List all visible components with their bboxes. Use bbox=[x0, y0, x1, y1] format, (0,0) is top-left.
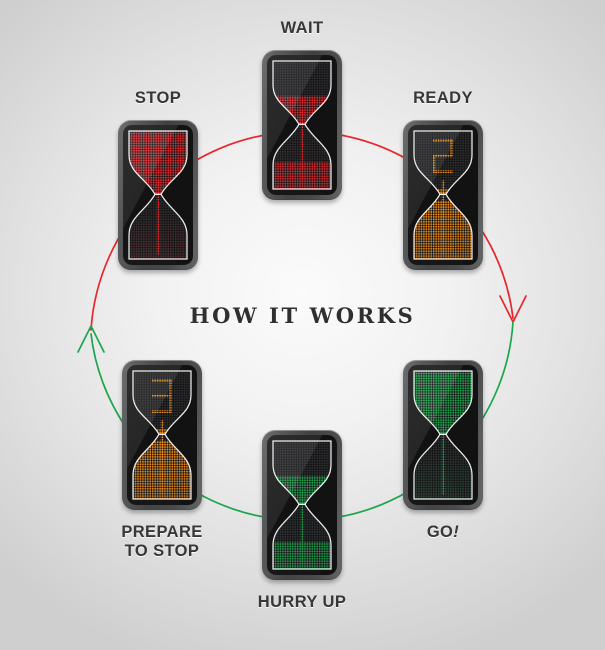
led-matrix-display bbox=[267, 55, 337, 195]
led-matrix-display bbox=[127, 365, 197, 505]
signal-node-ready[interactable]: READY bbox=[403, 89, 483, 270]
device-bezel bbox=[403, 360, 483, 510]
node-label-line: PREPARE bbox=[121, 523, 203, 541]
signal-node-hurry-up[interactable]: HURRY UP bbox=[258, 430, 346, 611]
device-screen bbox=[267, 435, 337, 575]
node-label-line: WAIT bbox=[280, 19, 324, 37]
signal-node-go[interactable]: GO! bbox=[403, 360, 483, 541]
device-screen bbox=[408, 125, 478, 265]
node-label-hurry-up: HURRY UP bbox=[258, 593, 346, 612]
device-bezel bbox=[262, 430, 342, 580]
signal-device-prepare-to-stop[interactable] bbox=[122, 360, 202, 510]
led-matrix-display bbox=[267, 435, 337, 575]
node-label-wait: WAIT bbox=[281, 19, 324, 38]
node-label-line: READY bbox=[413, 89, 473, 107]
signal-device-wait[interactable] bbox=[262, 50, 342, 200]
green-arrowhead bbox=[77, 325, 105, 353]
signal-device-ready[interactable] bbox=[403, 120, 483, 270]
node-label-line: TO STOP bbox=[124, 542, 200, 560]
device-bezel bbox=[118, 120, 198, 270]
led-matrix-display bbox=[408, 125, 478, 265]
led-matrix-display bbox=[123, 125, 193, 265]
countdown-digit bbox=[433, 139, 453, 173]
device-bezel bbox=[403, 120, 483, 270]
node-label-stop: STOP bbox=[135, 89, 181, 108]
node-label-line: HURRY UP bbox=[257, 593, 347, 611]
signal-node-wait[interactable]: WAIT bbox=[262, 19, 342, 200]
signal-node-stop[interactable]: STOP bbox=[118, 89, 198, 270]
device-bezel bbox=[122, 360, 202, 510]
node-label-ready: READY bbox=[413, 89, 473, 108]
signal-device-stop[interactable] bbox=[118, 120, 198, 270]
node-label-line: GO! bbox=[426, 523, 460, 541]
node-label-go: GO! bbox=[427, 523, 459, 542]
node-label-line: STOP bbox=[134, 89, 182, 107]
signal-device-go[interactable] bbox=[403, 360, 483, 510]
device-screen bbox=[408, 365, 478, 505]
device-bezel bbox=[262, 50, 342, 200]
device-screen bbox=[123, 125, 193, 265]
signal-device-hurry-up[interactable] bbox=[262, 430, 342, 580]
countdown-digit bbox=[152, 379, 172, 413]
device-screen bbox=[267, 55, 337, 195]
device-screen bbox=[127, 365, 197, 505]
page-title: HOW IT WORKS bbox=[189, 303, 416, 328]
led-matrix-display bbox=[408, 365, 478, 505]
